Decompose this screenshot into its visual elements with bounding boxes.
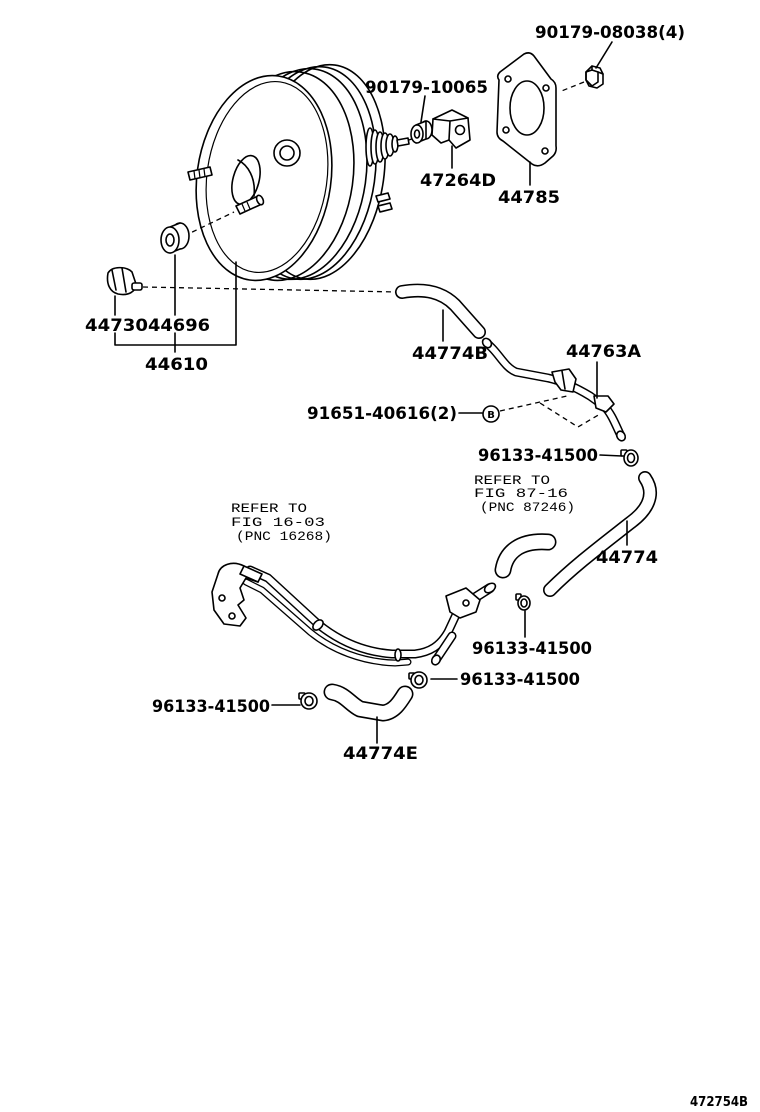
- check-valve: [106, 266, 399, 296]
- callout-grommet: 44696: [148, 316, 210, 336]
- callout-clamp-mid: 96133-41500: [472, 639, 592, 659]
- clip-marker-letter: B: [487, 410, 495, 421]
- front-stud-lower: [235, 194, 265, 215]
- reference-pipe-assembly: [211, 562, 497, 666]
- callout-clamp-left: 96133-41500: [152, 697, 270, 717]
- callout-hose: 44774: [596, 548, 658, 568]
- callout-hose-b: 44774B: [412, 344, 488, 364]
- gasket: [496, 52, 557, 167]
- leader-lines: [114, 41, 628, 744]
- reference-line: REFER TO: [474, 473, 550, 488]
- reference-line: (PNC 87246): [480, 500, 575, 515]
- reference-line: FIG 16-03: [231, 515, 325, 530]
- pipe-mount-bracket: [211, 562, 263, 627]
- assembly-bracket-line: [114, 261, 237, 353]
- callout-nut-top: 90179-08038(4): [535, 23, 685, 43]
- clamp-lower: [408, 671, 428, 689]
- booster-boot: [365, 127, 410, 167]
- reference-hose: [503, 542, 548, 570]
- reference-note-16-03: REFER TO FIG 16-03 (PNC 16268): [231, 501, 332, 544]
- front-stud-upper: [187, 166, 213, 181]
- figure-id: 472754B: [690, 1095, 748, 1110]
- nut-top: [558, 65, 604, 93]
- clip-marker: B: [482, 405, 500, 423]
- bracket: [431, 109, 471, 149]
- reference-line: FIG 87-16: [474, 486, 568, 501]
- rear-stud: [375, 192, 393, 213]
- clamp-left: [298, 692, 318, 710]
- reference-line: (PNC 16268): [236, 529, 332, 544]
- callout-clamp-lower: 96133-41500: [460, 670, 580, 690]
- callout-nut-small: 90179-10065: [365, 78, 488, 98]
- nut-small: [410, 120, 433, 144]
- vacuum-hose-b: [402, 291, 479, 332]
- callout-bracket: 47264D: [420, 171, 496, 191]
- callout-booster-assy: 44610: [145, 355, 208, 375]
- callout-clip: 91651-40616(2): [307, 404, 457, 424]
- callout-hose-e: 44774E: [343, 744, 418, 764]
- pipe-junction: [430, 582, 497, 666]
- callout-check-valve: 44730: [85, 316, 148, 336]
- clamp-top: [620, 449, 639, 467]
- grommet: [160, 222, 190, 254]
- callout-gasket: 44785: [498, 188, 560, 208]
- reference-line: REFER TO: [231, 501, 307, 516]
- vacuum-pipe-a: [481, 337, 627, 442]
- callout-pipe-a: 44763A: [566, 342, 642, 362]
- vacuum-hose-e: [332, 692, 405, 713]
- reference-note-87-16: REFER TO FIG 87-16 (PNC 87246): [474, 473, 575, 515]
- clamp-mid: [515, 593, 531, 611]
- brake-booster: [183, 63, 415, 282]
- callout-clamp-top: 96133-41500: [478, 446, 598, 466]
